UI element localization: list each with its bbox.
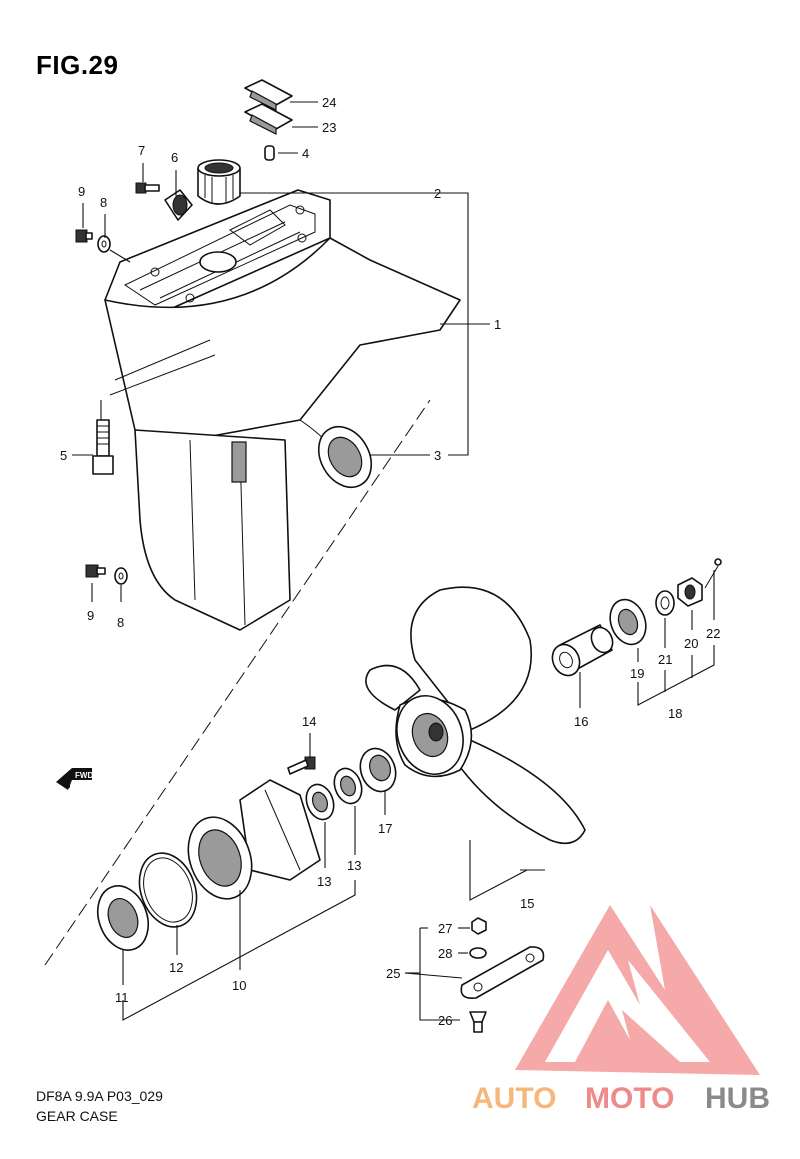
callout-19: 19 [630, 666, 644, 681]
part-15-propeller [365, 586, 586, 845]
part-8-washer-lower [114, 567, 128, 585]
part-7-bolt [135, 182, 160, 194]
part-16-thrust-bush [551, 624, 614, 677]
watermark-moto: MOTO [585, 1082, 674, 1115]
callout-25: 25 [386, 966, 400, 981]
callout-6: 6 [171, 150, 178, 165]
part-22-cotter-pin [704, 558, 722, 589]
callout-23: 23 [322, 120, 336, 135]
callout-18: 18 [668, 706, 682, 721]
part-6-bush [164, 189, 193, 221]
fwd-label: FWD [75, 771, 93, 780]
callout-9-upper: 9 [78, 184, 85, 199]
part-26-screw [469, 1011, 487, 1033]
figure-code: DF8A 9.9A P03_029 [36, 1088, 163, 1104]
callout-4: 4 [302, 146, 309, 161]
callout-1: 1 [494, 317, 501, 332]
part-9-bolt-upper [75, 229, 93, 243]
figure-title: FIG.29 [36, 50, 119, 80]
part-25-anode [460, 946, 545, 1000]
callout-22: 22 [706, 626, 720, 641]
figure-name: GEAR CASE [36, 1108, 118, 1124]
part-23-shim [244, 103, 293, 135]
callout-5: 5 [60, 448, 67, 463]
part-9-bolt-lower [85, 564, 106, 578]
part-2-needle-bearing [197, 159, 241, 205]
part-13-oil-seal-a [333, 767, 363, 805]
callout-8-upper: 8 [100, 195, 107, 210]
callout-28: 28 [438, 946, 452, 961]
part-17-bush [359, 747, 397, 793]
part-3-oil-seal [317, 426, 373, 488]
callout-13-b: 13 [317, 874, 331, 889]
part-28-washer [469, 947, 487, 959]
part-10-shaft-housing [187, 779, 321, 900]
callout-3: 3 [434, 448, 441, 463]
watermark-logo [515, 905, 760, 1075]
callout-10: 10 [232, 978, 246, 993]
callout-13-a: 13 [347, 858, 361, 873]
part-21-washer [655, 590, 675, 616]
watermark-hub: HUB [705, 1082, 770, 1115]
callout-7: 7 [138, 143, 145, 158]
part-27-nut [471, 917, 487, 935]
callout-21: 21 [658, 652, 672, 667]
part-11-ball-bearing [96, 885, 150, 951]
leader-lines [72, 101, 715, 1021]
part-20-nut [677, 577, 703, 607]
callout-17: 17 [378, 821, 392, 836]
callout-9-lower: 9 [87, 608, 94, 623]
part-8-washer-upper [97, 235, 111, 253]
callout-24: 24 [322, 95, 336, 110]
callout-16: 16 [574, 714, 588, 729]
part-12-o-ring [138, 852, 198, 928]
callout-8-lower: 8 [117, 615, 124, 630]
callout-11: 11 [115, 990, 129, 1005]
callout-2: 2 [434, 186, 441, 201]
watermark-auto: AUTO [472, 1082, 556, 1115]
callout-27: 27 [438, 921, 452, 936]
callout-20: 20 [684, 636, 698, 651]
part-14-bolt [287, 756, 316, 775]
callout-labels: 24 23 4 2 1 3 7 6 9 8 5 9 8 14 17 13 13 … [60, 95, 720, 1028]
part-19-spacer [609, 598, 647, 646]
watermark-text: AUTO MOTO HUB [472, 1082, 770, 1115]
callout-12: 12 [169, 960, 183, 975]
fwd-direction-marker: FWD [56, 768, 93, 790]
callout-26: 26 [438, 1013, 452, 1028]
part-13-oil-seal-b [305, 783, 335, 821]
gear-case-housing [44, 189, 461, 966]
part-24-shim [244, 79, 293, 111]
part-5-bolt [92, 419, 114, 475]
part-4-dowel-pin [264, 145, 275, 161]
callout-15: 15 [520, 896, 534, 911]
callout-14: 14 [302, 714, 316, 729]
